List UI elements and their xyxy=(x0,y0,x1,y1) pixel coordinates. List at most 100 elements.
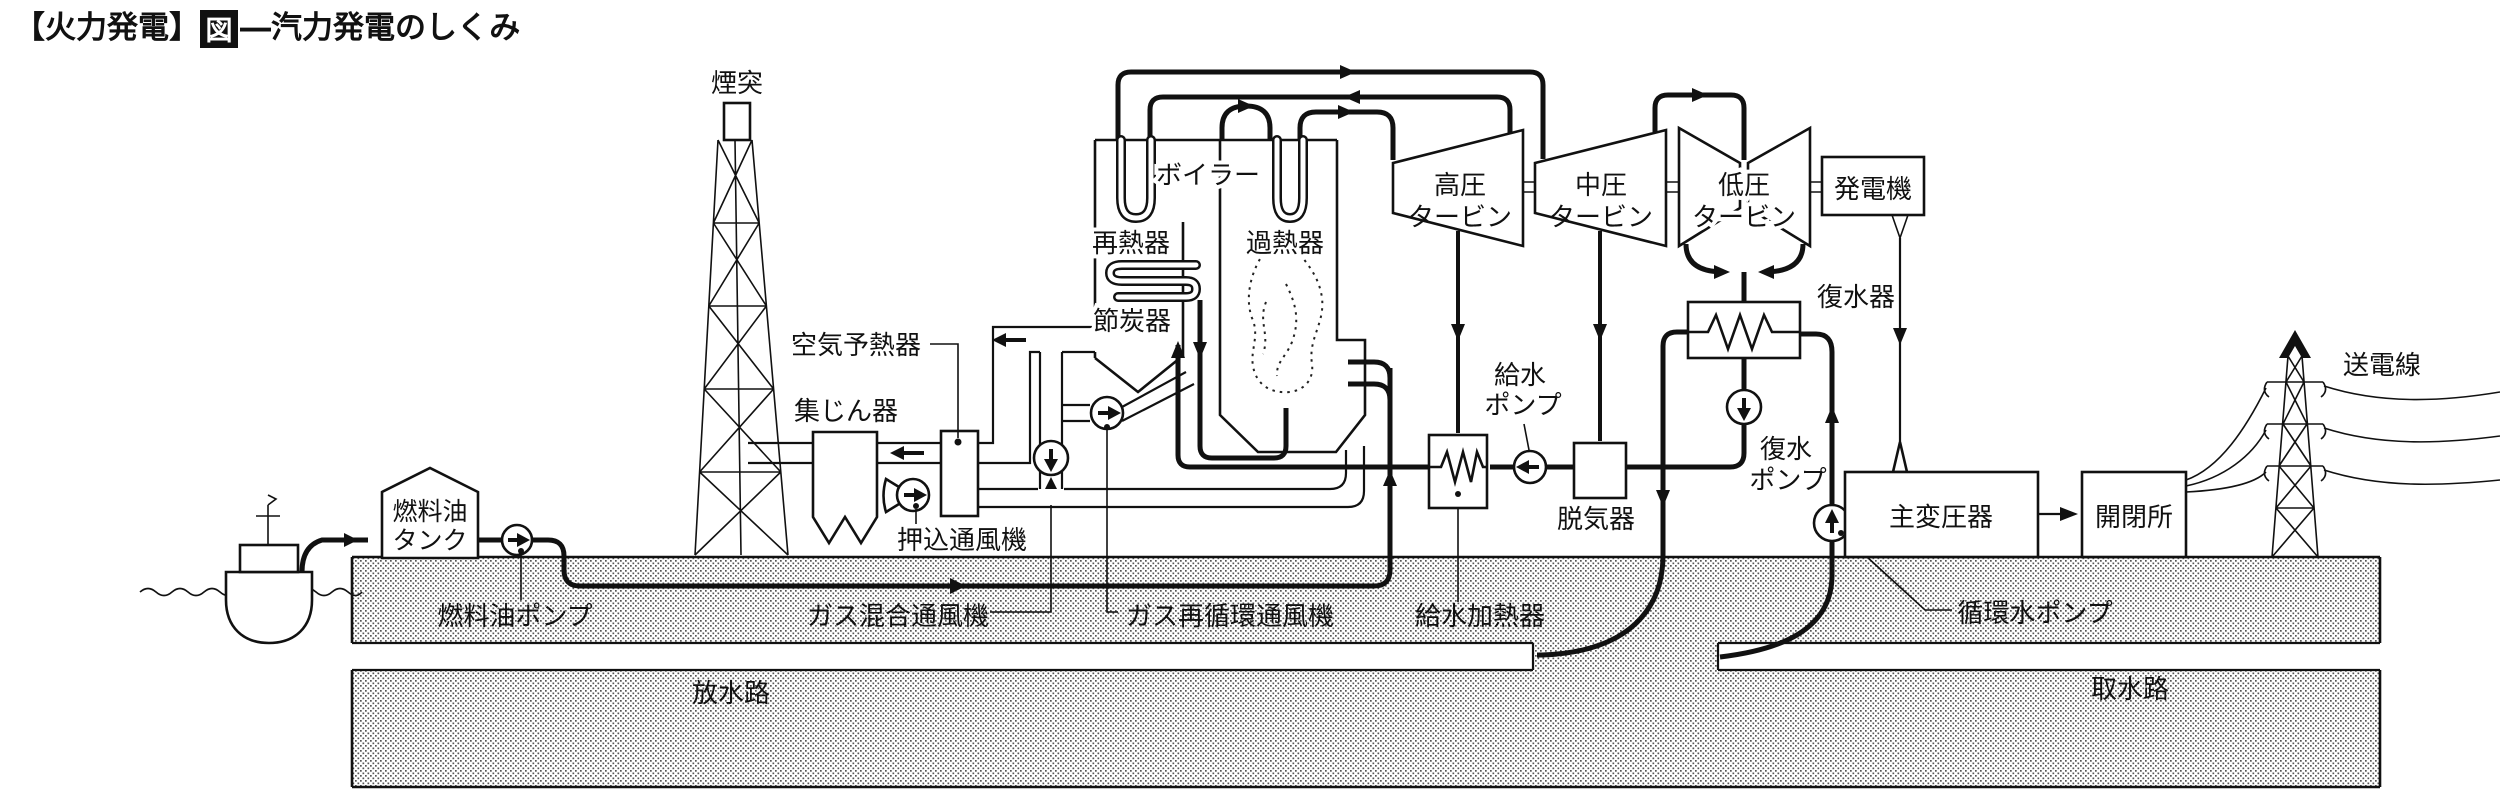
hp-extraction-arrow xyxy=(1451,324,1465,341)
superheater-coil xyxy=(1272,135,1308,224)
condenser-label: 復水器 xyxy=(1817,283,1895,313)
title-fig-char: 図 xyxy=(206,16,233,47)
boiler-walls xyxy=(1093,138,1367,454)
title-fig-box xyxy=(200,10,238,48)
leaders xyxy=(930,343,962,446)
lp-turbine-left xyxy=(1677,125,1742,249)
deaerator xyxy=(1572,441,1628,500)
ground-borders xyxy=(350,555,2382,789)
gas-mixing-fan-label: ガス混合通風機 xyxy=(807,602,989,632)
lp-exhaust-arrow-left xyxy=(1714,265,1730,279)
ip-turbine-label-1: 中圧 xyxy=(1575,171,1627,201)
mixing-elbow-up-arrow xyxy=(1045,477,1057,489)
lp-exhaust-arrow-right xyxy=(1758,265,1774,279)
ip-extraction-arrow xyxy=(1593,324,1607,341)
crossover-arrow xyxy=(1692,88,1708,102)
transmission-wires xyxy=(2323,385,2500,486)
flue-duct-boiler-to-preheater xyxy=(978,325,1095,465)
turbine-train xyxy=(1391,125,1926,249)
gas-mixing-leader xyxy=(990,505,1052,613)
discharge-channel-label: 放水路 xyxy=(692,679,770,709)
fuel-oil-tank: 燃料油 タンク xyxy=(380,466,480,560)
switchyard xyxy=(2080,470,2188,559)
fd-fan-dot xyxy=(913,503,919,509)
lp-turbine-label-1: 低圧 xyxy=(1718,171,1770,201)
collector-arrow-left xyxy=(890,446,904,460)
gas-recirc-dot xyxy=(1104,424,1110,430)
furnace-flame-inner xyxy=(1262,283,1298,377)
fuel-unloading-pipe xyxy=(299,537,368,573)
chimney-label: 煙突 xyxy=(711,69,763,99)
circulating-pump-leader xyxy=(1842,534,1952,611)
steam-piping xyxy=(1115,65,1806,441)
electrical xyxy=(1843,238,2500,559)
hot-air-duct xyxy=(978,446,1366,509)
ship-superstructure xyxy=(238,543,300,574)
deaerator-label: 脱気器 xyxy=(1557,505,1635,535)
fuel-pump-leader-dot xyxy=(518,548,524,554)
ground-upper-band xyxy=(352,557,2380,643)
ground-middle-pillar xyxy=(1533,643,1718,670)
generator-lead-v xyxy=(1891,214,1909,241)
condensate-equipment xyxy=(1427,300,1952,611)
chimney-tower xyxy=(694,101,813,556)
fuel-oil-pump xyxy=(500,523,534,600)
hp-turbine xyxy=(1391,128,1525,248)
circulating-pump-label: 循環水ポンプ xyxy=(1957,599,2112,629)
fuel-tank-label-1: 燃料油 xyxy=(392,497,467,526)
transmission-tower xyxy=(2263,355,2327,558)
burner-pipes xyxy=(1348,359,1393,401)
boiler xyxy=(1093,135,1367,454)
fuel-underground-pipe xyxy=(478,368,1393,589)
chimney-cap xyxy=(722,101,752,142)
flue-arrow-left xyxy=(992,333,1006,347)
lp-turbine-label-2: タービン xyxy=(1692,203,1796,233)
gas-mixing-arrow xyxy=(1044,459,1058,472)
feed-pump-label-2: ポンプ xyxy=(1484,391,1561,421)
transmission-line-label: 送電線 xyxy=(2343,351,2421,381)
hot-reheat-pipe xyxy=(1115,69,1546,159)
fuel-piping xyxy=(478,359,1397,594)
gas-side-equipment xyxy=(811,395,1125,613)
title-prefix: 【火力発電】 xyxy=(14,10,200,46)
fuel-tank-shape xyxy=(380,466,480,560)
circulating-pump-arrow xyxy=(1825,509,1839,523)
boiler-label: ボイラー xyxy=(1156,161,1260,191)
air-preheater xyxy=(939,429,980,518)
air-preheater-leader xyxy=(930,343,959,438)
feed-pump-arrow xyxy=(1516,460,1529,474)
dust-collector-label: 集じん器 xyxy=(794,397,898,427)
generator-output-arrow xyxy=(1893,328,1907,345)
ip-turbine-label-2: タービン xyxy=(1549,203,1653,233)
superheater-label: 過熱器 xyxy=(1246,229,1324,259)
title-rest: ―汽力発電のしくみ xyxy=(240,10,520,46)
ground xyxy=(350,555,2382,789)
economizer-down-arrow xyxy=(1193,342,1207,359)
feed-pump-leader xyxy=(1523,423,1530,451)
discharge-down-arrow xyxy=(1656,490,1670,507)
economizer-coil-inner xyxy=(1107,262,1199,300)
fuel-pump-label: 燃料油ポンプ xyxy=(437,602,592,632)
lp-turbine-right xyxy=(1746,125,1812,249)
economizer-label: 節炭器 xyxy=(1093,307,1171,337)
cooling-intake-pipe xyxy=(1719,331,1835,660)
reheater-coil-inner xyxy=(1118,137,1154,221)
drum-superheater-pipe xyxy=(1219,103,1273,140)
feed-pump-label-1: 給水 xyxy=(1494,361,1546,391)
ip-turbine xyxy=(1533,128,1668,248)
cooling-discharge-pipe xyxy=(1537,329,1688,658)
hp-turbine-label-1: 高圧 xyxy=(1434,171,1486,201)
flue-duct-preheater-to-collector xyxy=(877,441,941,465)
reheater-coil xyxy=(1116,135,1156,224)
condenser-tubes-zigzag xyxy=(1688,311,1800,353)
gas-recirc-fan-label: ガス再循環通風機 xyxy=(1126,602,1334,632)
title: 【火力発電】 図 ―汽力発電のしくみ xyxy=(14,10,520,48)
labels: 煙突 空気予熱器 集じん器 押込通風機 ボイラー 再熱器 過熱器 節炭器 高圧 … xyxy=(437,69,2421,709)
condensate-pump-label-1: 復水 xyxy=(1760,435,1812,465)
drum-sh-arrow xyxy=(1238,99,1254,113)
air-preheater-label: 空気予熱器 xyxy=(791,331,921,361)
dust-collector xyxy=(811,430,879,546)
main-steam-arrow xyxy=(1338,105,1354,119)
chimney-lattice xyxy=(694,139,789,556)
